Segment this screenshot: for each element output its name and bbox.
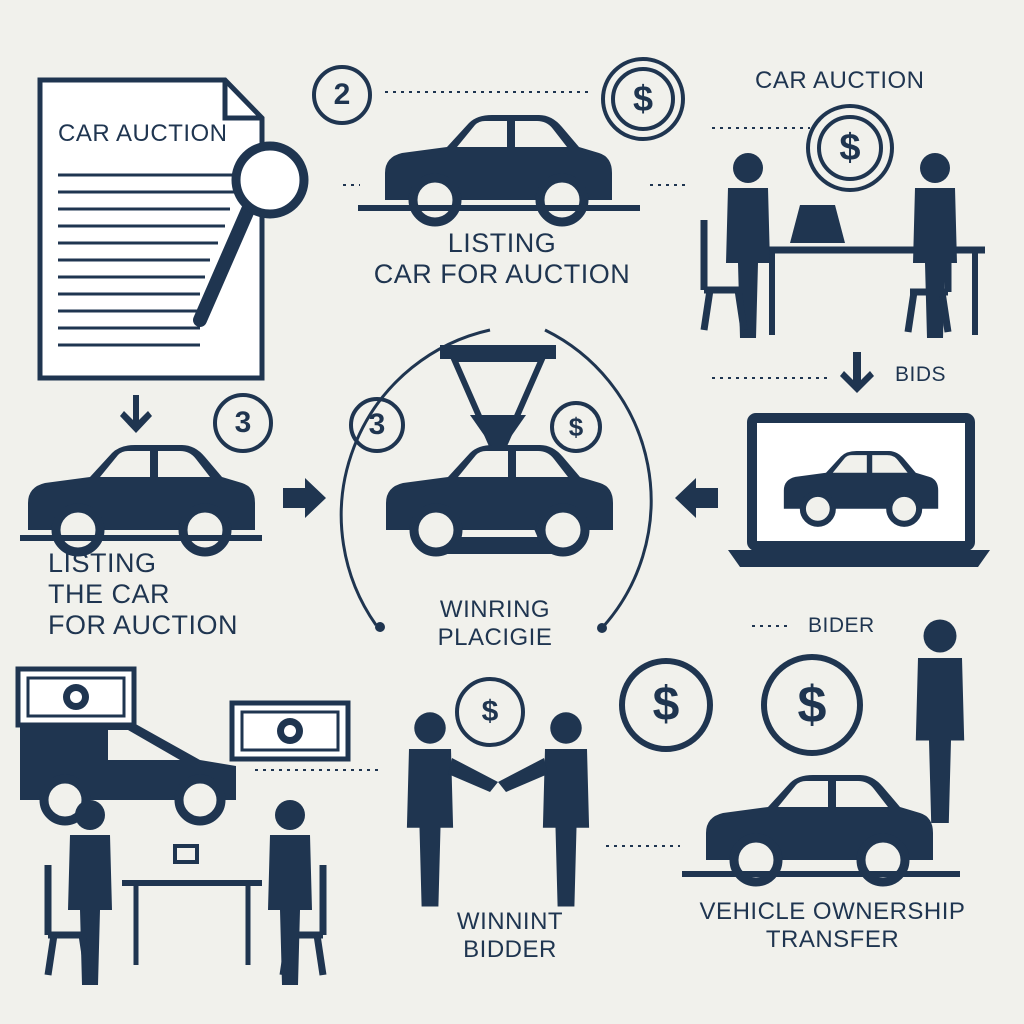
ownership-transfer-label: VEHICLE OWNERSHIP TRANSFER [699, 898, 966, 953]
dollar-coin-icon: $ [632, 78, 654, 119]
step-three-left-badge: 3 [234, 406, 252, 439]
listing-center-label: LISTING CAR FOR AUCTION [373, 228, 631, 289]
bidder-label: BIDER [808, 614, 875, 637]
dollar-coin-icon: $ [481, 695, 499, 728]
coin-rings [455, 57, 894, 756]
winning-place-label: WINRING PLACIGIE [437, 596, 553, 651]
bidder-person-icon [915, 619, 965, 823]
magnifier-icon [193, 141, 309, 327]
flow-arrows [120, 352, 874, 518]
document-title: CAR AUCTION [58, 120, 228, 147]
step-three-center-badge-ring [349, 397, 405, 453]
dollar-coin-icon: $ [568, 412, 584, 442]
dollar-coin-icon: $ [652, 678, 680, 731]
step-two-badge-ring [312, 65, 372, 125]
auction-timer-cycle [339, 328, 653, 633]
dollar-coin-icon: $ [797, 676, 827, 734]
laptop-icon [728, 413, 990, 567]
listing-left-label: LISTING THE CAR FOR AUCTION [48, 548, 239, 640]
top-right-title: CAR AUCTION [755, 67, 925, 94]
bids-label: BIDS [895, 363, 947, 386]
step-three-center-badge: 3 [368, 408, 386, 441]
dollar-coin-icon: $ [839, 127, 861, 169]
bidding-meeting-illustration [704, 153, 985, 338]
step-three-left-badge-ring [213, 393, 273, 453]
cash-van-illustration [18, 669, 348, 826]
ownership-car-icon [706, 775, 933, 882]
dotted-connectors [255, 91, 830, 847]
winning-bidder-label: WINNINT BIDDER [456, 908, 564, 963]
step-two-badge: 2 [333, 78, 351, 111]
handshake-illustration [406, 712, 590, 907]
signing-meeting-illustration [48, 800, 323, 985]
